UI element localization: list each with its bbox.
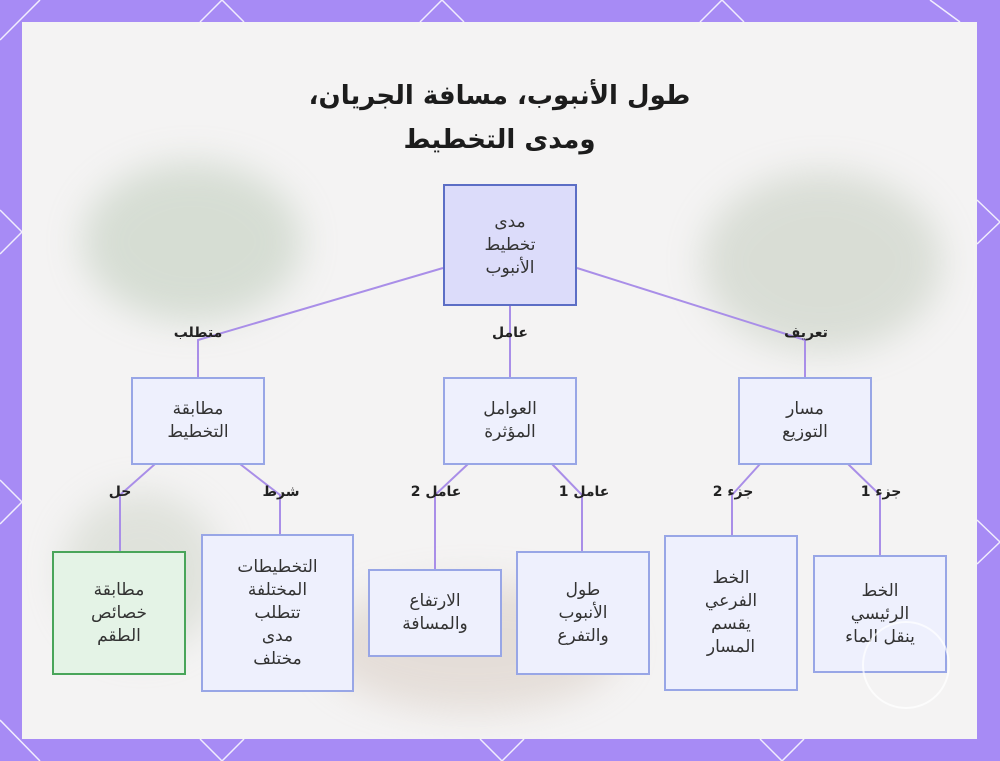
edge-factors-length (551, 463, 583, 552)
node-pipe-length-branching: طول الأنبوب والتفرع (516, 551, 650, 675)
edge-label-part-1: جزء 1 (860, 484, 902, 500)
edge-label-part-2: جزء 2 (712, 484, 754, 500)
node-pipe-layout-range: مدى تخطيط الأنبوب (443, 184, 577, 306)
watermark-logo-icon (862, 621, 950, 709)
edge-path-branch (731, 463, 761, 536)
edge-label-solution: حل (108, 484, 132, 500)
edge-factors-elevation (434, 463, 469, 570)
edge-label-requires: متطلب (173, 325, 223, 341)
node-elevation-distance: الارتفاع والمسافة (368, 569, 502, 657)
edge-match-layouts (239, 463, 281, 534)
title-line-2: ومدى التخطيط (403, 125, 596, 155)
edge-label-condition: شرط (262, 484, 300, 500)
node-influencing-factors: العوامل المؤثرة (443, 377, 577, 465)
node-fixture-matching: مطابقة خصائص الطقم (52, 551, 186, 675)
node-layout-matching: مطابقة التخطيط (131, 377, 265, 465)
node-different-layouts: التخطيطات المختلفة تتطلب مدى مختلف (201, 534, 354, 692)
title-line-1: طول الأنبوب، مسافة الجريان، (308, 81, 691, 111)
edge-root-match (197, 267, 444, 378)
edge-match-fixture (119, 463, 156, 552)
edge-root-path (576, 267, 806, 378)
edge-label-factor-1: عامل 1 (558, 484, 610, 500)
edge-label-factor: عامل (492, 325, 528, 341)
edge-label-definition: تعريف (784, 325, 828, 341)
edge-path-main (847, 463, 881, 556)
edge-label-factor-2: عامل 2 (410, 484, 462, 500)
node-distribution-path: مسار التوزيع (738, 377, 872, 465)
diagram-title: طول الأنبوب، مسافة الجريان، ومدى التخطيط (22, 74, 977, 162)
node-branch-line: الخط الفرعي يقسم المسار (664, 535, 798, 691)
